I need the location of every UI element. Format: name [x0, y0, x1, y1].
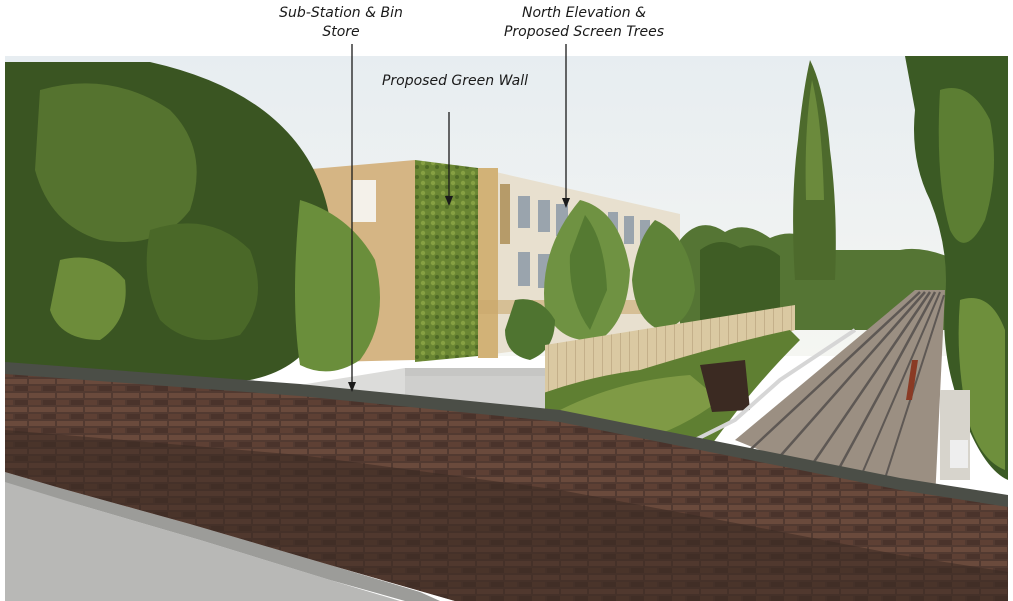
substation-arrowhead	[348, 382, 356, 392]
road	[5, 480, 400, 601]
leader-arrows	[348, 44, 570, 392]
substation-label: Sub-Station & Bin Store	[256, 4, 426, 42]
screen-tree-2	[632, 220, 695, 330]
north-elevation-label-line1: North Elevation &	[521, 5, 646, 21]
green-wall-arrowhead	[445, 196, 453, 206]
green-wall-label-text: Proposed Green Wall	[381, 73, 529, 89]
coping-stones	[5, 362, 1008, 507]
substation-label-line1: Sub-Station & Bin	[279, 5, 403, 21]
kerb	[5, 472, 440, 601]
substation-label-line2: Store	[322, 24, 360, 40]
north-elevation-arrowhead	[562, 198, 570, 208]
lineside-railing	[664, 328, 857, 457]
green-wall-label: Proposed Green Wall	[360, 72, 550, 91]
north-elevation-label-line2: Proposed Screen Trees	[503, 24, 665, 40]
green-wall	[415, 160, 478, 362]
north-elevation-label: North Elevation & Proposed Screen Trees	[486, 4, 682, 42]
